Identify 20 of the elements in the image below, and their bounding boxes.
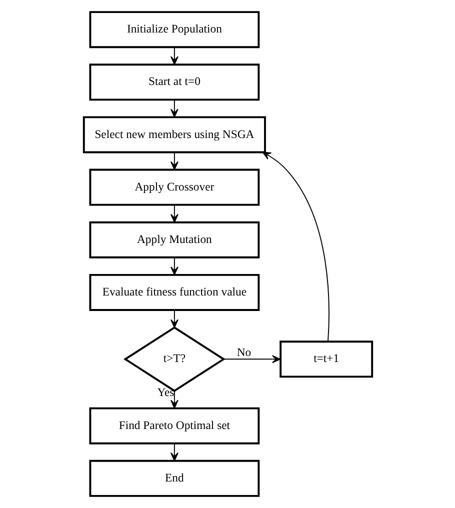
node-box: Initialize Population — [88, 11, 260, 48]
arrow — [222, 355, 280, 364]
arrow — [170, 204, 178, 223]
node-box: Apply Mutation — [88, 221, 260, 258]
node-box: Find Pareto Optimal set — [88, 407, 260, 444]
arrow — [170, 310, 178, 328]
arrow — [170, 442, 178, 462]
node-box: Apply Crossover — [88, 168, 260, 206]
arrow — [262, 152, 329, 342]
arrow — [170, 152, 178, 170]
node-box: Evaluate fitness function value — [88, 274, 260, 311]
arrow — [170, 99, 178, 118]
arrow — [170, 256, 178, 276]
arrow — [170, 46, 178, 65]
edge-label: No — [236, 346, 251, 359]
node-box: End — [88, 460, 260, 497]
arrow — [170, 390, 178, 408]
node-box: Select new members using NSGA — [82, 116, 266, 154]
node-box: Start at t=0 — [88, 64, 260, 101]
node-box: t=t+1 — [279, 340, 373, 378]
